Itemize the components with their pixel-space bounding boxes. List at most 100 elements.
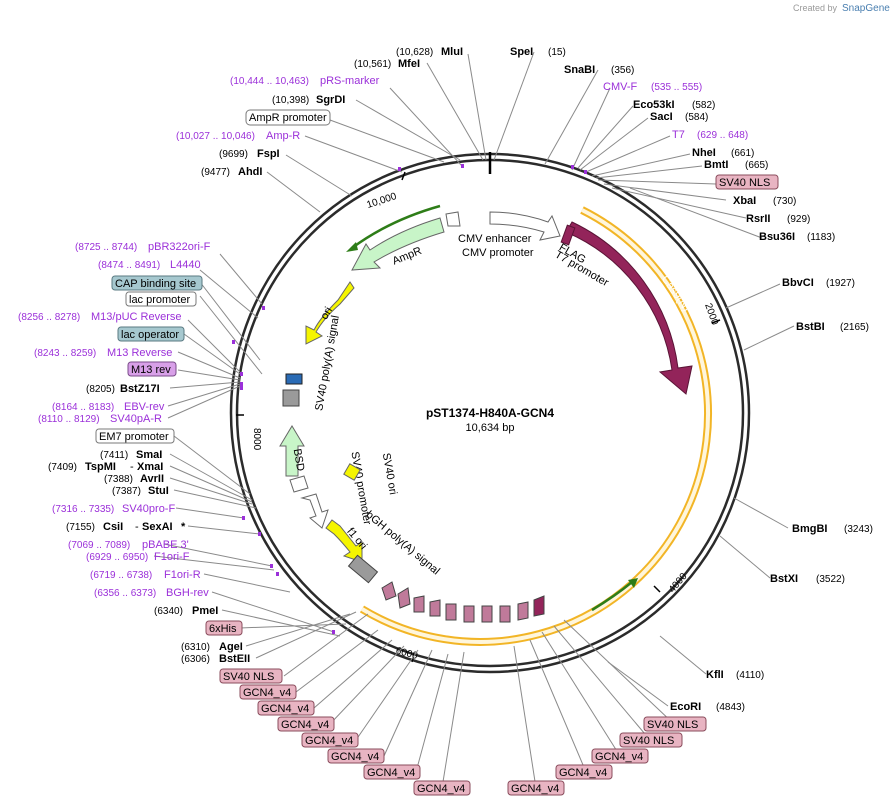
fspi-name[interactable]: FspI (257, 148, 280, 160)
pbr-name[interactable]: pBR322ori-F (148, 241, 211, 253)
cas9-feature[interactable] (565, 221, 693, 395)
bgh-polya-label: bGH poly(A) signal (363, 509, 441, 578)
gcn4-badge-4[interactable] (301, 732, 359, 748)
saci-name[interactable]: SacI (650, 111, 673, 123)
f1orif-name[interactable]: F1ori-F (154, 551, 190, 563)
bstbi-name[interactable]: BstBI (796, 321, 825, 333)
l4440-name[interactable]: L4440 (170, 259, 201, 271)
csii-name[interactable]: CsiI (103, 521, 123, 533)
lac-promoter-badge[interactable] (125, 291, 197, 307)
smai-name[interactable]: SmaI (136, 449, 162, 461)
bghrev-name[interactable]: BGH-rev (166, 587, 209, 599)
ecori-name[interactable]: EcoRI (670, 701, 701, 713)
ampr-promoter-feature[interactable] (445, 211, 461, 227)
ahdi-pos: (9477) (201, 167, 230, 178)
cap-badge[interactable] (111, 275, 203, 291)
cmv-enhancer-feature[interactable] (489, 211, 561, 241)
gcn4-badge-9[interactable] (555, 764, 613, 780)
gcn4-glyph-10[interactable] (533, 595, 545, 617)
xbai-name[interactable]: XbaI (733, 195, 756, 207)
sgrdi-name[interactable]: SgrDI (316, 94, 345, 106)
em7-badge[interactable] (95, 428, 175, 444)
avrii-name[interactable]: AvrII (140, 473, 164, 485)
lac-operator-badge-label: lac operator (121, 329, 179, 341)
bgh-polya-feature[interactable] (347, 554, 379, 584)
spei-name[interactable]: SpeI (510, 46, 533, 58)
gcn4-glyph-8[interactable] (499, 605, 511, 623)
mlui-name[interactable]: MluI (441, 46, 463, 58)
bsd-feature[interactable] (279, 425, 305, 477)
gcn4-badge-2[interactable] (257, 700, 315, 716)
gcn4-glyph-4[interactable] (429, 599, 441, 617)
sv40-nls-badge-1[interactable] (219, 668, 283, 684)
nhei-name[interactable]: NheI (692, 147, 716, 159)
sv40-ori-feature[interactable] (343, 463, 361, 481)
rsrii-name[interactable]: RsrII (746, 213, 770, 225)
pmei-name[interactable]: PmeI (192, 605, 218, 617)
bstz17i-name[interactable]: BstZ17I (120, 383, 160, 395)
sv40pa-pos: (8110 .. 8129) (38, 414, 100, 425)
gcn4-glyph-5[interactable] (445, 603, 457, 621)
m13puc-name[interactable]: M13/pUC Reverse (91, 311, 181, 323)
stui-name[interactable]: StuI (148, 485, 169, 497)
m13reverse-name[interactable]: M13 Reverse (107, 347, 172, 359)
sv40pa-name[interactable]: SV40pA-R (110, 413, 162, 425)
bmgbi-name[interactable]: BmgBI (792, 523, 827, 535)
gcn4-badge-5[interactable] (327, 748, 385, 764)
eco53ki-name[interactable]: Eco53kI (633, 99, 675, 111)
pbabe-name[interactable]: pBABE 3' (142, 539, 189, 551)
mfei-name[interactable]: MfeI (398, 58, 420, 70)
ahdi-name[interactable]: AhdI (238, 166, 262, 178)
tspmi-name[interactable]: TspMI (85, 461, 116, 473)
f1-ori-feature[interactable] (325, 519, 363, 563)
prs-name[interactable]: pRS-marker (320, 75, 380, 87)
gcn4-glyph-3[interactable] (413, 595, 425, 613)
gcn4-badge-10[interactable] (591, 748, 649, 764)
bsu36i-name[interactable]: Bsu36I (759, 231, 795, 243)
bmti-name[interactable]: BmtI (704, 159, 728, 171)
nhei-pos: (661) (731, 148, 754, 159)
ampr-promoter-badge[interactable] (245, 109, 331, 126)
xmai-name[interactable]: XmaI (137, 461, 163, 473)
gcn4-glyph-6[interactable] (463, 605, 475, 623)
his-badge[interactable] (205, 620, 243, 636)
gcn4-badge-6[interactable] (363, 764, 421, 780)
sv40-nls-badge-top[interactable] (715, 174, 779, 190)
gcn4-badge-8[interactable] (507, 780, 565, 796)
bstxi-name[interactable]: BstXI (770, 573, 798, 585)
f1orir-name[interactable]: F1ori-R (164, 569, 201, 581)
bsteii-name[interactable]: BstEII (219, 653, 250, 665)
gcn4-glyph-7[interactable] (481, 605, 493, 623)
sv40-nls-badge-3[interactable] (643, 716, 707, 732)
gcn4-glyph-9[interactable] (517, 601, 529, 621)
ampr-feature[interactable] (351, 217, 445, 271)
tick-label-2000: 2000 (702, 302, 720, 327)
agei-name[interactable]: AgeI (219, 641, 243, 653)
gcn4-repeats (381, 581, 545, 623)
sv40-promoter-feature[interactable] (300, 493, 329, 529)
ori-feature[interactable] (305, 281, 355, 345)
gcn4-badge-7[interactable] (413, 780, 471, 796)
sv40pro-name[interactable]: SV40pro-F (122, 503, 175, 515)
kfli-name[interactable]: KflI (706, 669, 724, 681)
bstxi-pos: (3522) (816, 574, 845, 585)
t7-name[interactable]: T7 (672, 129, 685, 141)
tick-mark-2000 (711, 319, 721, 324)
flag-feature[interactable] (560, 224, 576, 246)
snabi-name[interactable]: SnaBI (564, 64, 595, 76)
lac-operator-badge[interactable] (117, 326, 185, 342)
gcn4-glyph-2[interactable] (397, 587, 411, 609)
ampr-primer-name[interactable]: Amp-R (266, 130, 300, 142)
l4440-pos: (8474 .. 8491) (98, 260, 160, 271)
m13rev-badge[interactable] (127, 361, 177, 377)
ebv-name[interactable]: EBV-rev (124, 401, 165, 413)
gcn4-badge-3[interactable] (277, 716, 335, 732)
sv40-polya-feature[interactable] (282, 389, 300, 407)
sv40-nls-badge-2[interactable] (619, 732, 683, 748)
em7-feature[interactable] (289, 475, 309, 493)
bbvci-name[interactable]: BbvCI (782, 277, 814, 289)
gcn4-badge-1[interactable] (239, 684, 297, 700)
sexai-name[interactable]: SexAI (142, 521, 173, 533)
cmvf-name[interactable]: CMV-F (603, 81, 638, 93)
gcn4-glyph-1[interactable] (381, 581, 397, 601)
